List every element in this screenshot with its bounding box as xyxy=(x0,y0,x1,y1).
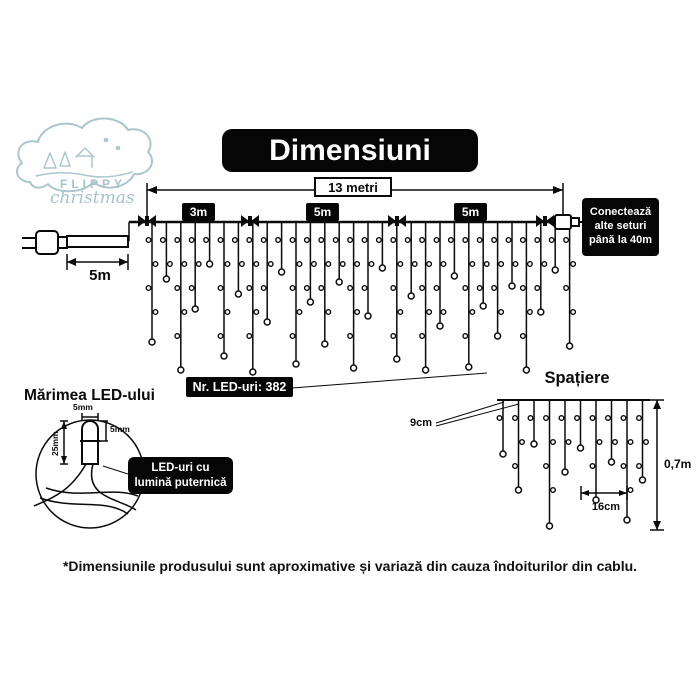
led-count-badge: Nr. LED-uri: 382 xyxy=(186,377,293,397)
brand-script: christmas xyxy=(50,188,135,208)
spacing-drops xyxy=(496,400,650,530)
footnote: *Dimensiunile produsului sunt aproximati… xyxy=(62,558,638,574)
led-callout-box: LED-uri cu lumină puternică xyxy=(128,457,233,494)
drop-gap-dimension xyxy=(580,486,628,500)
gap-pointer-lines xyxy=(435,401,520,427)
lead-length-label: 5m xyxy=(89,267,111,284)
wire-clip xyxy=(388,215,406,227)
connector-note-box: Conectează alte seturi până la 40m xyxy=(582,198,659,256)
page-title: Dimensiuni xyxy=(222,129,478,172)
segment-label-5m-1: 5m xyxy=(306,203,339,221)
bulb-drawing xyxy=(81,420,99,465)
led-width-label: 5mm xyxy=(73,402,93,412)
wire-tangle xyxy=(33,463,139,515)
wire-clip xyxy=(241,215,259,227)
led-head-label: 5mm xyxy=(110,424,130,434)
total-length-label: 13 metri xyxy=(314,177,392,197)
led-bulb-diagram xyxy=(33,413,145,529)
spacing-title: Spațiere xyxy=(544,369,610,387)
led-gap-label: 9cm xyxy=(410,417,433,429)
end-connector-icon xyxy=(554,214,583,230)
lead-length-dimension xyxy=(66,254,129,270)
segment-label-3m: 3m xyxy=(182,203,215,221)
lead-cable xyxy=(66,235,129,248)
logo-cloud-sketch xyxy=(15,117,153,193)
drop-height-dimension xyxy=(650,399,664,531)
led-count-pointer xyxy=(291,372,488,389)
led-callout-pointer xyxy=(102,465,129,475)
wire-clip xyxy=(138,215,156,227)
power-plug-icon xyxy=(22,230,129,255)
led-length-label: 25mm xyxy=(50,431,60,456)
brand-name: FLIPPY xyxy=(60,177,127,191)
wire-clip xyxy=(536,215,554,227)
wire-clips xyxy=(138,215,554,227)
segment-label-5m-2: 5m xyxy=(454,203,487,221)
spacing-diagram xyxy=(435,399,664,531)
drop-gap-label: 16cm xyxy=(591,501,621,513)
led-size-title: Mărimea LED-ului xyxy=(24,387,155,404)
light-drops xyxy=(145,222,577,376)
drop-height-label: 0,7m xyxy=(664,457,692,471)
